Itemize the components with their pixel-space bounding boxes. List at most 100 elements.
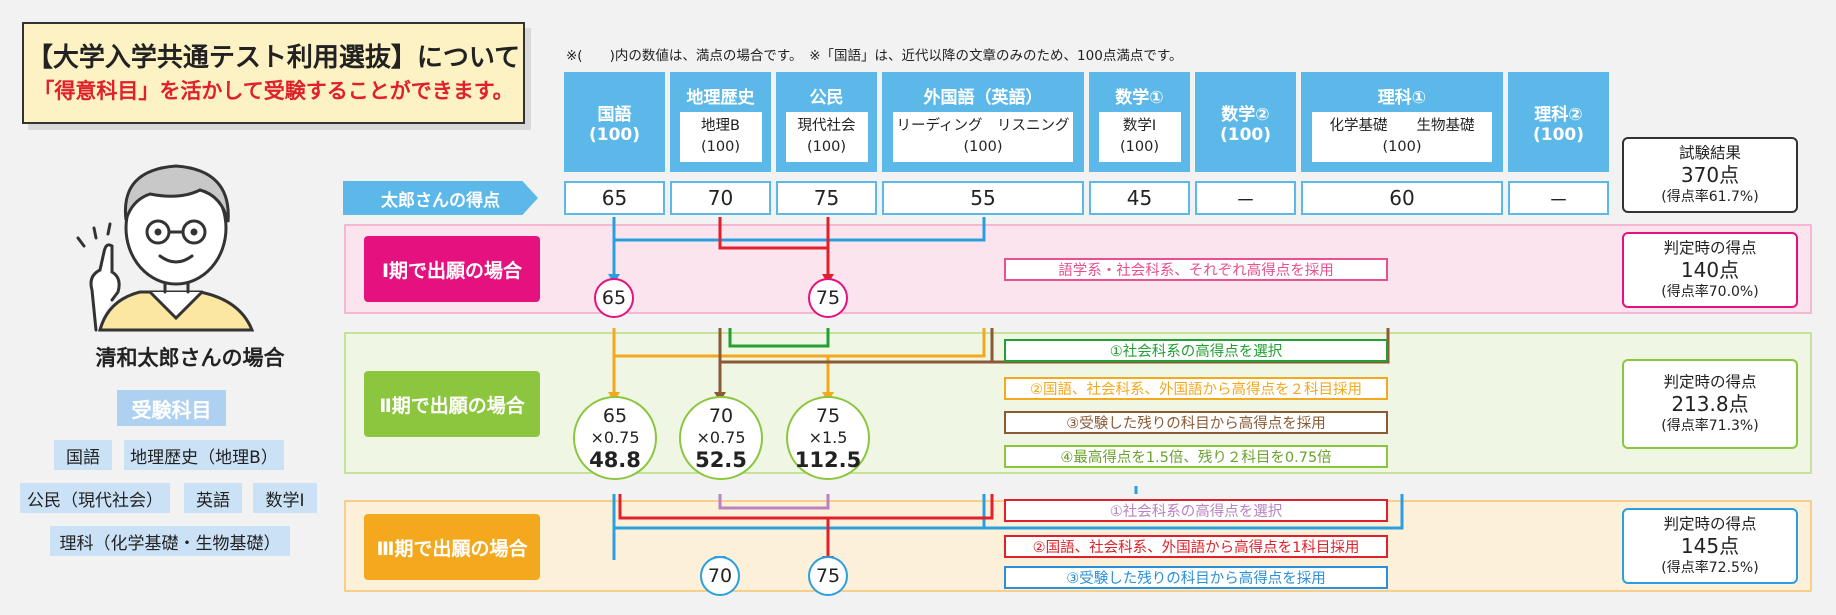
header-kokugo-points: (100) (588, 124, 641, 145)
header-science2-name: 理科② (1534, 104, 1583, 125)
p2-circle-chireki: 70 ×0.75 52.5 (679, 396, 763, 480)
header-math2-name: 数学② (1221, 104, 1270, 125)
bubble-title: 【大学入学共通テスト利用選抜】について (26, 43, 521, 73)
exam-result-title: 試験結果 (1678, 144, 1741, 162)
header-chireki-name: 地理歴史 (686, 87, 755, 108)
score-math2: － (1195, 181, 1296, 215)
p3-result-rate: (得点率72.5%) (1661, 560, 1759, 576)
header-english-points: (100) (963, 138, 1003, 155)
p1-circle-komin: 75 (808, 278, 848, 318)
p2-circle-chireki-multiplier: ×0.75 (696, 428, 746, 447)
header-komin-sub: 現代社会 (100) (785, 111, 868, 162)
p1-result-box: 判定時の得点 140点 (得点率70.0%) (1622, 232, 1798, 308)
header-chireki: 地理歴史 地理B (100) (670, 72, 771, 172)
exam-result-box: 試験結果 370点 (得点率61.7%) (1622, 137, 1798, 213)
p1-result-rate: (得点率70.0%) (1661, 284, 1759, 300)
p2-result-title: 判定時の得点 (1663, 373, 1757, 391)
student-name: 清和太郎さんの場合 (95, 346, 285, 370)
exam-result-score: 370点 (1680, 163, 1740, 187)
header-math1-subject: 数学Ⅰ (1122, 117, 1157, 134)
p2-result-box: 判定時の得点 213.8点 (得点率71.3%) (1622, 359, 1798, 449)
score-english: 55 (882, 181, 1084, 215)
score-chireki: 70 (670, 181, 771, 215)
speech-bubble: 【大学入学共通テスト利用選抜】について 「得意科目」を活かして受験することができ… (22, 22, 525, 124)
header-komin-points: (100) (807, 138, 846, 155)
header-science1-subject: 化学基礎 生物基礎 (1329, 117, 1475, 134)
exam-result-rate: (得点率61.7%) (1661, 189, 1759, 205)
score-science2: － (1508, 181, 1609, 215)
p3-circle-chireki: 70 (700, 556, 740, 596)
p2-circle-chireki-result: 52.5 (695, 448, 747, 472)
header-chireki-points: (100) (701, 138, 740, 155)
header-english-subject: リーディング リスニング (896, 117, 1070, 134)
p3-rule-2: ②国語、社会科系、外国語から高得点を1科目採用 (1004, 535, 1388, 558)
p2-circle-kokugo-multiplier: ×0.75 (590, 428, 640, 447)
header-kokugo: 国語 (100) (564, 72, 665, 172)
header-science1-sub: 化学基礎 生物基礎 (100) (1312, 111, 1492, 162)
p2-rule-3: ③受験した残りの科目から高得点を採用 (1004, 411, 1388, 434)
p2-circle-kokugo-score: 65 (602, 405, 628, 427)
p2-circle-komin-score: 75 (815, 405, 841, 427)
header-math1-name: 数学① (1115, 87, 1164, 108)
period2-label: Ⅱ期で出願の場合 (364, 371, 540, 437)
p1-circle-kokugo: 65 (594, 278, 634, 318)
subject-chip-english: 英語 (184, 483, 242, 513)
header-science2: 理科② (100) (1508, 72, 1609, 172)
p2-result-score: 213.8点 (1671, 392, 1749, 416)
header-math2-points: (100) (1219, 124, 1272, 145)
p2-circle-komin-multiplier: ×1.5 (808, 428, 848, 447)
p2-circle-komin-result: 112.5 (794, 448, 862, 472)
header-english-sub: リーディング リスニング (100) (893, 111, 1073, 162)
score-komin: 75 (776, 181, 877, 215)
p1-result-title: 判定時の得点 (1663, 239, 1757, 257)
p2-circle-kokugo: 65 ×0.75 48.8 (573, 396, 657, 480)
p3-circle-komin: 75 (808, 556, 848, 596)
header-chireki-sub: 地理B (100) (679, 111, 762, 162)
header-note: ※( )内の数値は、満点の場合です。 ※「国語」は、近代以降の文章のみのため、1… (566, 48, 1183, 64)
p3-result-score: 145点 (1680, 534, 1740, 558)
header-math1: 数学① 数学Ⅰ (100) (1089, 72, 1190, 172)
p2-rule-1: ①社会科系の高得点を選択 (1004, 339, 1388, 362)
p2-circle-kokugo-result: 48.8 (589, 448, 641, 472)
header-english: 外国語（英語） リーディング リスニング (100) (882, 72, 1084, 172)
subject-chip-japanese: 国語 (54, 440, 112, 470)
header-komin-name: 公民 (809, 87, 844, 108)
p1-rule: 語学系・社会科系、それぞれ高得点を採用 (1004, 258, 1388, 281)
subjects-heading: 受験科目 (117, 390, 226, 426)
header-komin: 公民 現代社会 (100) (776, 72, 877, 172)
header-english-name: 外国語（英語） (923, 87, 1043, 108)
header-math1-points: (100) (1120, 138, 1159, 155)
header-kokugo-name: 国語 (597, 104, 632, 125)
subject-chip-civics: 公民（現代社会） (20, 483, 170, 513)
p3-result-title: 判定時の得点 (1663, 515, 1757, 533)
subject-chip-science: 理科（化学基礎・生物基礎） (50, 526, 290, 556)
header-komin-subject: 現代社会 (797, 117, 856, 134)
period3-label: Ⅲ期で出願の場合 (364, 514, 540, 580)
header-math1-sub: 数学Ⅰ (100) (1098, 111, 1181, 162)
p3-rule-1: ①社会科系の高得点を選択 (1004, 499, 1388, 522)
score-math1: 45 (1089, 181, 1190, 215)
header-science2-points: (100) (1532, 124, 1585, 145)
p2-circle-chireki-score: 70 (708, 405, 734, 427)
p2-result-rate: (得点率71.3%) (1661, 418, 1759, 434)
p3-rule-3: ③受験した残りの科目から高得点を採用 (1004, 566, 1388, 589)
header-science1: 理科① 化学基礎 生物基礎 (100) (1301, 72, 1503, 172)
p2-rule-2: ②国語、社会科系、外国語から高得点を２科目採用 (1004, 377, 1388, 400)
score-science1: 60 (1301, 181, 1503, 215)
header-math2: 数学② (100) (1195, 72, 1296, 172)
header-science1-name: 理科① (1377, 87, 1427, 108)
bubble-subtitle: 「得意科目」を活かして受験することができます。 (33, 79, 514, 103)
p2-circle-komin: 75 ×1.5 112.5 (786, 396, 870, 480)
score-kokugo: 65 (564, 181, 665, 215)
p3-result-box: 判定時の得点 145点 (得点率72.5%) (1622, 508, 1798, 584)
score-row-label: 太郎さんの得点 (343, 181, 538, 215)
header-chireki-subject: 地理B (701, 117, 740, 134)
p2-rule-4: ④最高得点を1.5倍、残り２科目を0.75倍 (1004, 445, 1388, 468)
subject-chip-geography: 地理歴史（地理B） (124, 440, 284, 470)
period1-label: Ⅰ期で出願の場合 (364, 236, 540, 302)
subject-chip-math: 数学Ⅰ (253, 483, 317, 513)
header-science1-points: (100) (1382, 138, 1422, 155)
